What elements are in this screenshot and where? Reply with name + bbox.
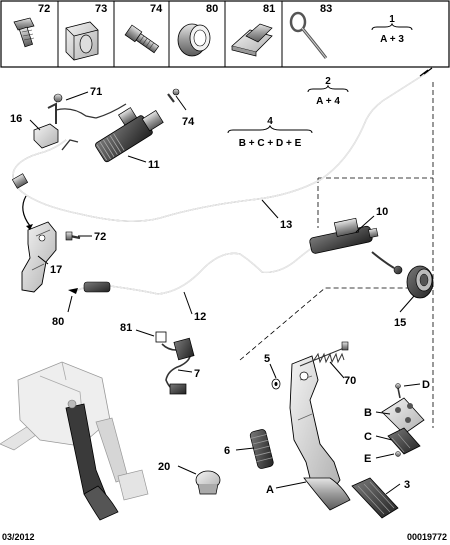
callout-6[interactable]: 6 (224, 445, 230, 457)
callout-80[interactable]: 80 (52, 316, 64, 328)
callout-71[interactable]: 71 (90, 86, 102, 98)
strip-label-72: 72 (38, 3, 50, 15)
callout-E[interactable]: E (364, 453, 371, 465)
callout-10[interactable]: 10 (376, 206, 388, 218)
parts-strip: 72 73 74 (0, 0, 450, 68)
callout-12[interactable]: 12 (194, 311, 206, 323)
leader-lines (29, 91, 421, 495)
washer-5 (271, 378, 281, 390)
footer-ref: 00019772 (407, 532, 447, 542)
callout-74[interactable]: 74 (182, 116, 195, 128)
callout-A[interactable]: A (266, 484, 274, 496)
strip-label-81: 81 (263, 3, 275, 15)
sensor-7 (155, 331, 195, 395)
bracket-17 (21, 195, 57, 293)
strip-label-80: 80 (206, 3, 218, 15)
variant-formula-2: A + 4 (316, 96, 340, 107)
variant-4: 4 B + C + D + E (227, 116, 313, 149)
callout-11[interactable]: 11 (148, 159, 160, 171)
variant-2: 2 A + 4 (307, 76, 349, 107)
strip-cell-83[interactable]: 83 (289, 3, 332, 59)
strip-cell-72[interactable]: 72 (13, 3, 50, 48)
callout-72[interactable]: 72 (94, 231, 106, 243)
pad-kit (381, 383, 425, 457)
bolt-icon (13, 17, 35, 48)
return-spring-70 (299, 341, 349, 367)
variant-formula-4: B + C + D + E (239, 138, 302, 149)
variant-formula-1: A + 3 (380, 34, 404, 45)
slave-cylinder-assembly (33, 88, 180, 163)
callout-B[interactable]: B (364, 407, 372, 419)
strip-cell-81[interactable]: 81 (231, 3, 275, 57)
callout-3[interactable]: 3 (404, 479, 410, 491)
callout-16[interactable]: 16 (10, 113, 22, 125)
callout-17[interactable]: 17 (50, 264, 62, 276)
callout-13[interactable]: 13 (280, 219, 292, 231)
strip-label-83: 83 (320, 3, 332, 15)
assembly-outline (239, 82, 434, 428)
callout-70[interactable]: 70 (344, 375, 356, 387)
bolt-72-detail (65, 231, 81, 241)
stud-screw-icon (124, 24, 160, 54)
pipe-clip-icon (231, 23, 273, 57)
master-cylinder-10 (309, 217, 403, 275)
pipe-12 (68, 247, 313, 295)
callout-5[interactable]: 5 (264, 353, 270, 365)
grommet-15 (406, 265, 434, 299)
pedal-box-assembly (0, 361, 149, 521)
variant-number-2: 2 (325, 76, 331, 87)
callout-7[interactable]: 7 (194, 368, 200, 380)
grommet-ring-icon (177, 23, 211, 57)
callouts: 71 16 74 11 13 10 72 17 80 12 15 81 7 5 … (10, 86, 430, 496)
footer-date: 03/2012 (2, 532, 35, 542)
bump-stop-20 (195, 470, 221, 495)
variant-number-1: 1 (389, 14, 395, 25)
callout-C[interactable]: C (364, 431, 372, 443)
variant-1: 1 A + 3 (371, 14, 413, 45)
callout-81[interactable]: 81 (120, 322, 132, 334)
pedal-pad-3 (351, 477, 399, 519)
callout-20[interactable]: 20 (158, 461, 170, 473)
strip-cell-74[interactable]: 74 (124, 3, 163, 54)
strip-label-73: 73 (95, 3, 107, 15)
clip-holder-icon (65, 21, 99, 61)
callout-D[interactable]: D (422, 379, 430, 391)
cable-13 (11, 67, 433, 222)
clutch-pedal-A (289, 355, 351, 511)
strip-cell-80[interactable]: 80 (177, 3, 218, 57)
strip-cell-73[interactable]: 73 (65, 3, 107, 61)
spring-6 (249, 429, 274, 469)
strip-label-74: 74 (150, 3, 163, 15)
cable-tie-icon (289, 11, 328, 59)
variant-number-4: 4 (267, 116, 273, 127)
callout-15[interactable]: 15 (394, 317, 406, 329)
